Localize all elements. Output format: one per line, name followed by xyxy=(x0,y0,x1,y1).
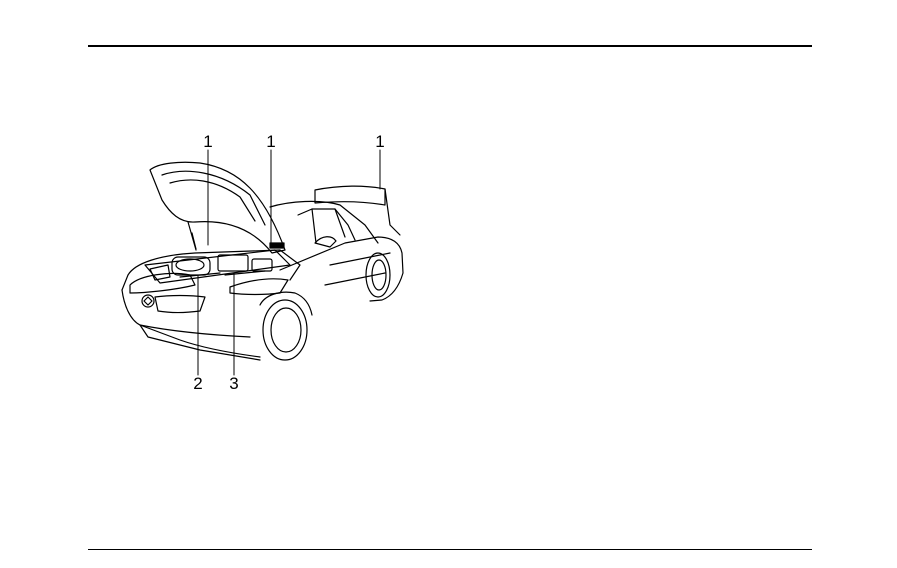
trunk-lid xyxy=(315,186,400,235)
engine-compartment xyxy=(145,233,290,283)
callout-label-2: 2 xyxy=(193,374,202,393)
car-body xyxy=(122,201,403,360)
footer-rule xyxy=(88,549,812,550)
hood-raised xyxy=(150,162,285,253)
header-rule xyxy=(88,45,812,47)
car-line-drawing: 1 1 1 2 3 xyxy=(100,125,420,400)
callout-label-3: 3 xyxy=(229,374,238,393)
vehicle-hood-open-illustration: 1 1 1 2 3 xyxy=(100,125,420,400)
callout-label-1b: 1 xyxy=(266,132,275,151)
callout-label-1c: 1 xyxy=(375,132,384,151)
callout-label-1a: 1 xyxy=(203,132,212,151)
callout-leaders xyxy=(198,150,380,375)
